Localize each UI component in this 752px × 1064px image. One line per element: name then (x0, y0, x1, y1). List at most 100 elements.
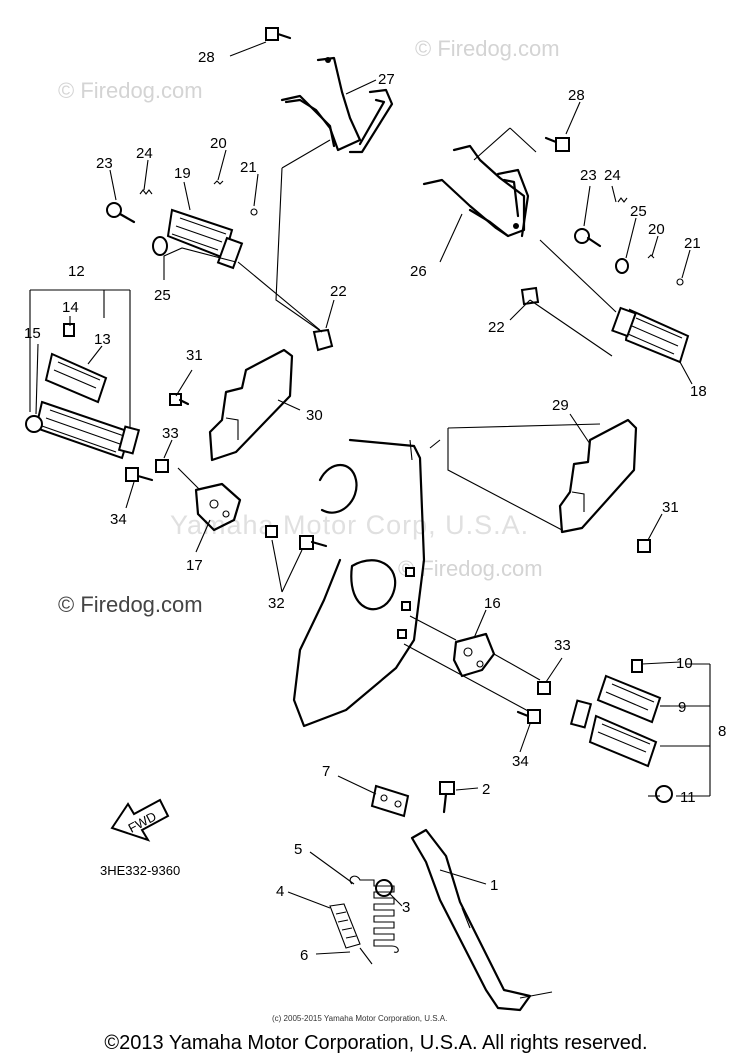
bolt-23-right (574, 228, 602, 248)
heel-guard-29 (558, 418, 638, 534)
collar-25-right (615, 258, 629, 274)
callout-11: 11 (680, 789, 696, 806)
spring-24-left (139, 189, 153, 195)
footrest-18 (539, 239, 690, 364)
callout-32: 32 (268, 595, 285, 612)
leader-lines (35, 41, 693, 955)
callout-23a: 23 (96, 155, 113, 172)
callout-13: 13 (94, 331, 111, 348)
callout-28b: 28 (568, 87, 585, 104)
watermark-middle-right: © Firedog.com (398, 556, 543, 581)
callout-25b: 25 (630, 203, 647, 220)
nut-22-left (312, 328, 334, 352)
nut-33-right (537, 681, 551, 695)
callout-15: 15 (24, 325, 41, 342)
watermark-center: Yamaha Motor Corp, U.S.A. (170, 510, 529, 540)
sidestand-1 (410, 828, 553, 1012)
part-code: 3HE332-9360 (100, 863, 180, 878)
callout-2: 2 (482, 781, 490, 798)
footrest-assembly-8 (569, 699, 658, 768)
fwd-arrow: FWD (110, 798, 170, 842)
callout-numbers: 28 27 28 23 24 20 19 21 23 24 25 20 21 2… (24, 49, 726, 964)
callout-29: 29 (552, 397, 569, 414)
nut-11 (655, 785, 673, 803)
plate-7 (370, 784, 410, 818)
leader-8 (660, 663, 711, 797)
footer-copyright: ©2013 Yamaha Motor Corporation, U.S.A. A… (104, 1032, 648, 1054)
callout-23b: 23 (580, 167, 597, 184)
callout-8: 8 (718, 723, 726, 740)
callout-21a: 21 (240, 159, 257, 176)
bolt-14 (63, 323, 75, 337)
nut-15 (25, 415, 43, 433)
callout-3: 3 (402, 899, 410, 916)
callout-14: 14 (62, 299, 79, 316)
bolt-31-left (169, 393, 190, 406)
callout-34b: 34 (512, 753, 529, 770)
callout-12: 12 (68, 263, 85, 280)
clip-21-left (250, 208, 258, 216)
callout-9: 9 (678, 699, 686, 716)
footrest-assembly-12 (34, 400, 141, 460)
bolt-2 (439, 781, 455, 814)
nut-22-right (520, 286, 540, 306)
callout-10: 10 (676, 655, 693, 672)
spring-6 (329, 903, 373, 965)
spring-5 (349, 875, 399, 953)
watermark-top-right: © Firedog.com (415, 36, 560, 61)
callout-31a: 31 (186, 347, 203, 364)
callout-33b: 33 (554, 637, 571, 654)
callout-5: 5 (294, 841, 302, 858)
bolts-32 (265, 525, 328, 550)
callout-22a: 22 (330, 283, 347, 300)
frame-outline (292, 438, 441, 728)
bolt-31-right (637, 539, 651, 553)
bolt-28-right (544, 136, 570, 152)
bracket-17 (194, 482, 242, 532)
callout-31b: 31 (662, 499, 679, 516)
callout-20b: 20 (648, 221, 665, 238)
footrest-9 (596, 674, 662, 724)
bolt-10 (631, 659, 643, 673)
bracket-16 (403, 615, 541, 713)
pin-20-left (213, 180, 224, 185)
bolt-34-right (516, 709, 541, 724)
bolt-34-left (125, 467, 154, 482)
callout-25a: 25 (154, 287, 171, 304)
bolt-23-left (106, 202, 136, 224)
callout-16: 16 (484, 595, 501, 612)
callout-28a: 28 (198, 49, 215, 66)
clip-21-right (676, 278, 684, 286)
callout-1: 1 (490, 877, 498, 894)
pin-20-right (647, 254, 655, 259)
callout-20a: 20 (210, 135, 227, 152)
callout-18: 18 (690, 383, 707, 400)
callout-21b: 21 (684, 235, 701, 252)
callout-4: 4 (276, 883, 284, 900)
watermark-middle-left: © Firedog.com (58, 592, 203, 617)
callout-19: 19 (174, 165, 191, 182)
rear-footrest-bracket-27 (280, 56, 394, 154)
small-copyright: (c) 2005-2015 Yamaha Motor Corporation, … (272, 1014, 447, 1023)
spring-24-right (617, 197, 628, 203)
callout-30: 30 (306, 407, 323, 424)
bolt-28-top (265, 27, 292, 41)
callout-17: 17 (186, 557, 203, 574)
leader-12 (29, 289, 131, 428)
callout-33a: 33 (162, 425, 179, 442)
heel-guard-30 (208, 348, 294, 462)
callout-6: 6 (300, 947, 308, 964)
callout-22b: 22 (488, 319, 505, 336)
callout-34a: 34 (110, 511, 127, 528)
callout-7: 7 (322, 763, 330, 780)
callout-26: 26 (410, 263, 427, 280)
watermark-top-left: © Firedog.com (58, 78, 203, 103)
callout-24a: 24 (136, 145, 153, 162)
collar-25-left (152, 236, 168, 256)
callout-27: 27 (378, 71, 395, 88)
rear-footrest-bracket-26 (422, 144, 530, 238)
callout-24b: 24 (604, 167, 621, 184)
footrest-19 (166, 208, 321, 331)
nut-3 (375, 879, 393, 897)
